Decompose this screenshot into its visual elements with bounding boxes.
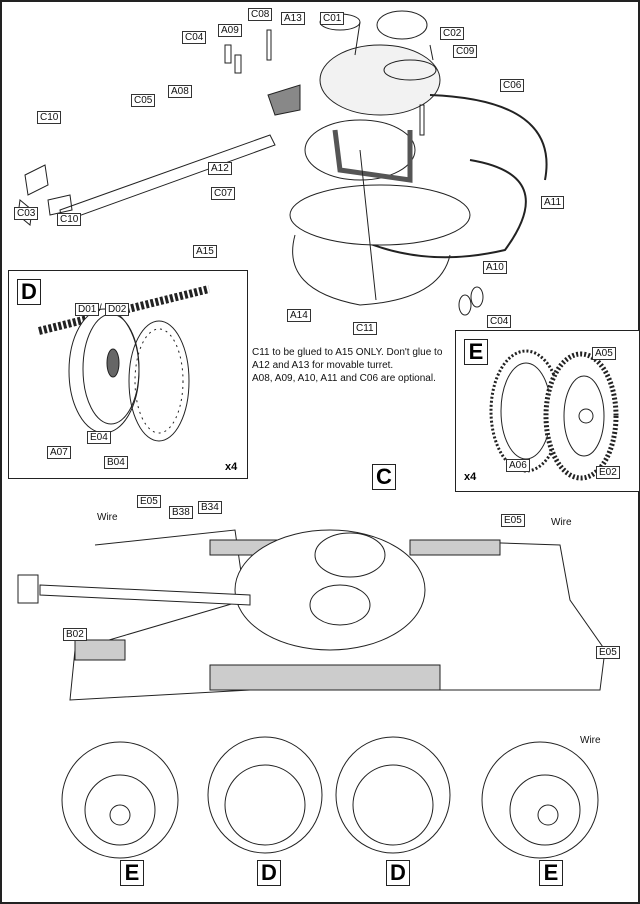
- part-label-c08: C08: [248, 8, 273, 21]
- quantity-multiplier: x4: [225, 461, 238, 473]
- assembly-note: C11 to be glued to A15 ONLY. Don't glue …: [252, 346, 452, 385]
- road-wheel-drawing: [489, 349, 619, 481]
- part-label-c04b: C04: [487, 315, 512, 328]
- part-label-c11: C11: [353, 322, 377, 335]
- part-label-c10: C10: [37, 111, 62, 124]
- part-label-c06: C06: [500, 79, 525, 92]
- part-label-a11: A11: [541, 196, 565, 209]
- subassembly-e-letter: E: [464, 339, 488, 365]
- part-label-c07: C07: [211, 187, 236, 200]
- part-label-e05c: E05: [596, 646, 620, 659]
- part-label-c01: C01: [320, 12, 345, 25]
- part-label-b04: B04: [104, 456, 128, 469]
- wire-label: Wire: [97, 512, 118, 523]
- turret-callout-c: C: [372, 464, 396, 490]
- part-label-d02: D02: [105, 303, 130, 316]
- part-label-b38: B38: [169, 506, 193, 519]
- wheel-callout-d: D: [386, 860, 410, 886]
- note-line: C11 to be glued to A15 ONLY. Don't glue …: [252, 347, 443, 358]
- part-label-a07: A07: [47, 446, 71, 459]
- part-label-a13: A13: [281, 12, 305, 25]
- part-label-a05: A05: [592, 347, 616, 360]
- note-line: A08, A09, A10, A11 and C06 are optional.: [252, 373, 436, 384]
- subassembly-d-letter: D: [17, 279, 41, 305]
- wheels-drawing: [61, 736, 599, 859]
- wheel-callout-d: D: [257, 860, 281, 886]
- part-label-b34: B34: [198, 501, 222, 514]
- wheel-callout-e: E: [539, 860, 563, 886]
- wheel-callout-e: E: [120, 860, 144, 886]
- part-label-c02: C02: [440, 27, 465, 40]
- part-label-c03: C03: [14, 207, 39, 220]
- part-label-e05b: E05: [501, 514, 525, 527]
- part-label-b02: B02: [63, 628, 87, 641]
- part-label-a06: A06: [506, 459, 530, 472]
- part-label-a10: A10: [483, 261, 507, 274]
- part-label-c09: C09: [453, 45, 478, 58]
- part-label-a15: A15: [193, 245, 217, 258]
- wire-label: Wire: [580, 735, 601, 746]
- part-label-c10b: C10: [57, 213, 82, 226]
- part-label-e04: E04: [87, 431, 111, 444]
- part-label-a09: A09: [218, 24, 242, 37]
- part-label-e02: E02: [596, 466, 620, 479]
- hull-drawing: [17, 529, 606, 701]
- part-label-d01: D01: [75, 303, 100, 316]
- part-label-a14: A14: [287, 309, 311, 322]
- quantity-multiplier: x4: [464, 471, 477, 483]
- part-label-c04: C04: [182, 31, 207, 44]
- note-line: A12 and A13 for movable turret.: [252, 360, 394, 371]
- subassembly-e-box: E A05 A06 E02 x4: [455, 330, 640, 492]
- part-label-a12: A12: [208, 162, 232, 175]
- turret-exploded-drawing: [17, 10, 548, 316]
- part-label-a08: A08: [168, 85, 192, 98]
- label-separator: /: [99, 303, 102, 314]
- part-label-c05: C05: [131, 94, 156, 107]
- subassembly-d-box: D D01 / D02 A07 E04 B04 x4: [8, 270, 248, 479]
- wire-label: Wire: [551, 517, 572, 528]
- part-label-e05: E05: [137, 495, 161, 508]
